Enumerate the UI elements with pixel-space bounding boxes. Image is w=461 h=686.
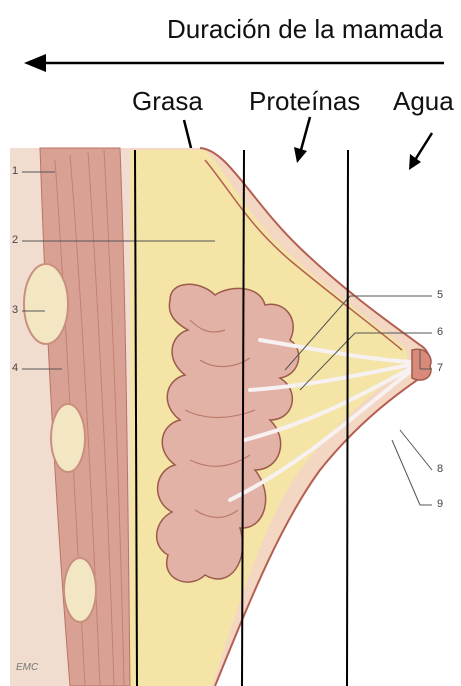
emc-logo: EMC — [16, 662, 38, 673]
anatomy-label-8: 8 — [437, 463, 443, 475]
nipple — [412, 349, 431, 380]
anatomy-label-1: 1 — [12, 165, 18, 177]
duration-arrow — [24, 54, 444, 72]
proteinas-label: Proteínas — [249, 86, 360, 117]
anatomy-label-3: 3 — [12, 304, 18, 316]
anatomy-label-5: 5 — [437, 289, 443, 301]
anatomy-label-7: 7 — [437, 362, 443, 374]
agua-arrow — [409, 133, 432, 170]
grasa-label: Grasa — [132, 86, 203, 117]
diagram-title: Duración de la mamada — [0, 14, 461, 45]
agua-label: Agua — [393, 86, 454, 117]
anatomy-label-6: 6 — [437, 326, 443, 338]
anatomy-label-2: 2 — [12, 234, 18, 246]
proteinas-arrow — [294, 117, 310, 163]
anatomy-label-9: 9 — [437, 498, 443, 510]
anatomy-label-4: 4 — [12, 362, 18, 374]
